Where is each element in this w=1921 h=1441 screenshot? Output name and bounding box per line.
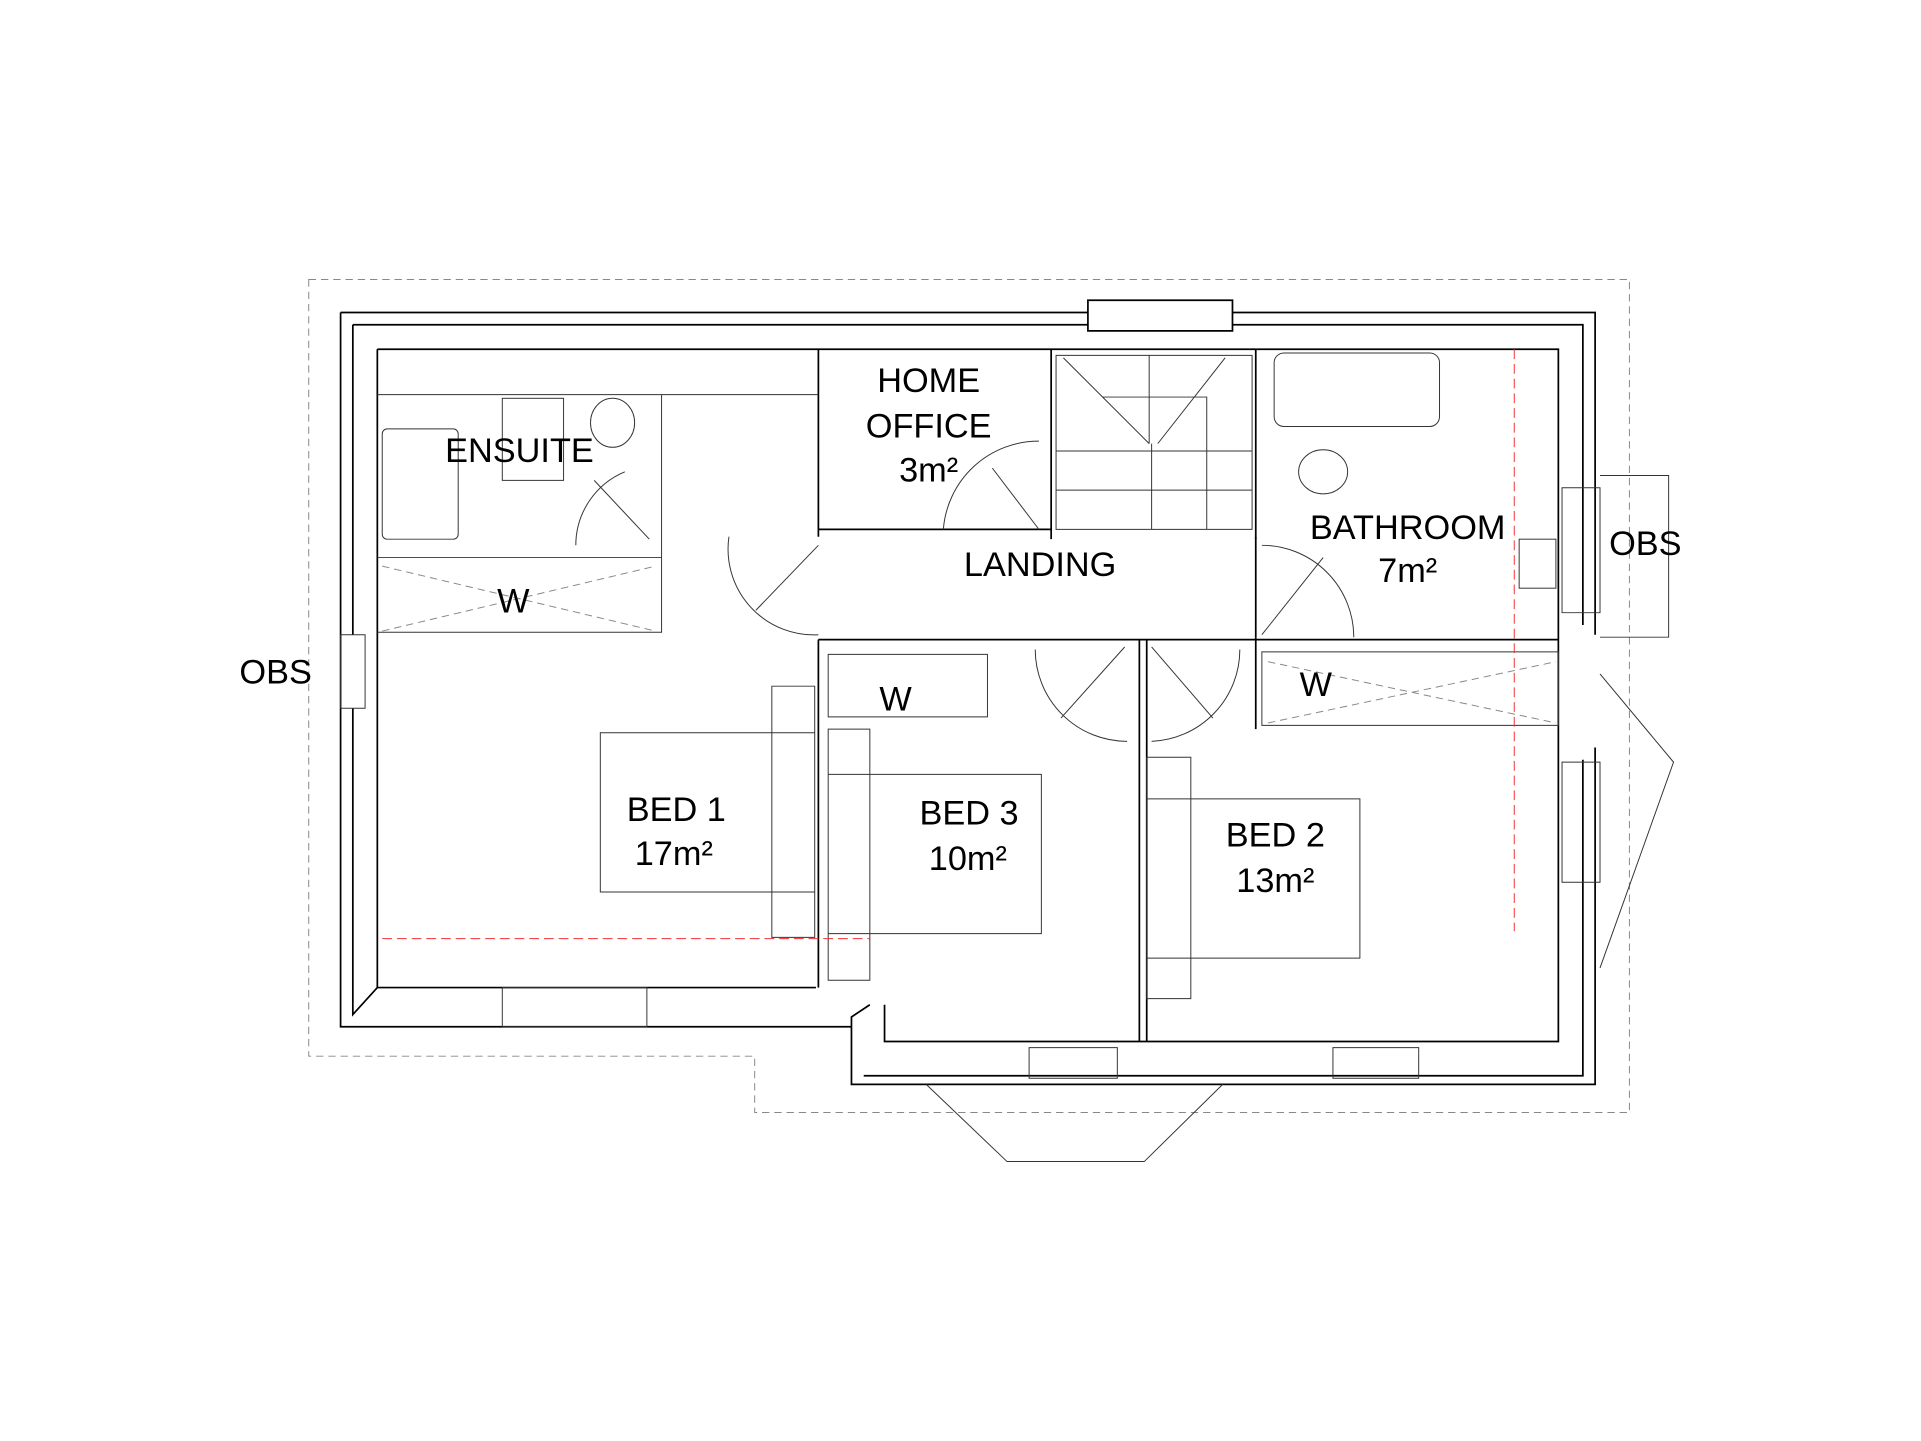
- staircase: [1055, 354, 1253, 530]
- fixtures: [381, 352, 1557, 589]
- room-label-bed3: BED 3: [920, 795, 1019, 833]
- beds: [599, 685, 1361, 1000]
- room-label-bed1: BED 1: [627, 791, 726, 829]
- wardrobe-label: W: [1300, 666, 1333, 704]
- internal-walls: [377, 349, 1559, 1042]
- room-label-bed2: BED 2: [1226, 817, 1325, 855]
- room-area-bed3: 10m²: [929, 840, 1007, 878]
- room-label-bathroom: BATHROOM: [1310, 509, 1506, 547]
- external-walls: [339, 299, 1675, 1163]
- guide-line: [382, 349, 1515, 940]
- room-area-home-office: 3m²: [899, 452, 958, 490]
- wardrobe-label: W: [879, 681, 912, 719]
- obscured-glass-label: OBS: [239, 654, 311, 692]
- room-area-bed2: 13m²: [1236, 862, 1314, 900]
- room-label-home-office: HOME: [877, 362, 980, 400]
- wardrobe-label: W: [497, 583, 530, 621]
- room-area-bathroom: 7m²: [1378, 552, 1437, 590]
- roof-outline: [308, 278, 1630, 1114]
- doors: [575, 440, 1355, 742]
- room-area-bed1: 17m²: [635, 835, 713, 873]
- obscured-glass-label: OBS: [1609, 525, 1681, 563]
- room-label-home-office-2: OFFICE: [866, 407, 992, 445]
- room-label-ensuite: ENSUITE: [445, 432, 594, 470]
- room-label-landing: LANDING: [964, 546, 1116, 584]
